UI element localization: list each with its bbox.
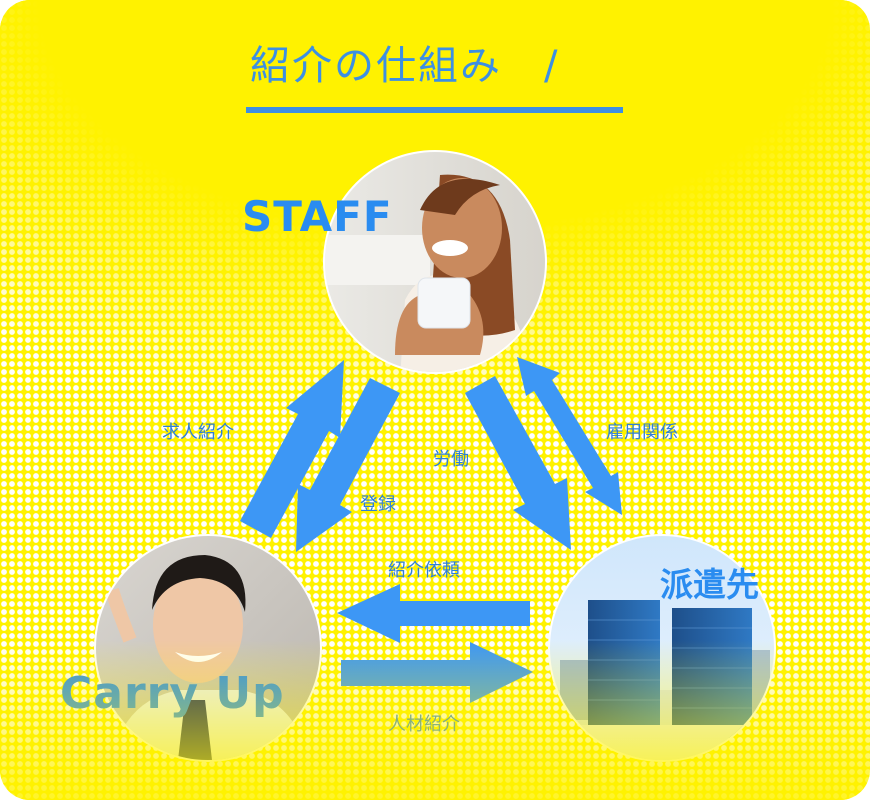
node-label-company: Carry Up <box>60 668 285 719</box>
edge-label-employment: 雇用関係 <box>606 422 678 443</box>
arrow-labor <box>465 376 571 550</box>
company-photo <box>94 534 322 762</box>
arrow-referral-request <box>337 584 530 643</box>
title-underline <box>246 107 623 113</box>
page-title: 紹介の仕組み / <box>250 43 560 89</box>
staff-photo <box>323 150 547 374</box>
edge-label-labor: 労働 <box>433 449 469 470</box>
arrow-register <box>296 378 400 552</box>
edge-label-register: 登録 <box>360 494 396 515</box>
arrow-talent-intro <box>341 642 533 703</box>
edge-label-recruit-intro: 求人紹介 <box>162 422 234 443</box>
node-label-staff: STAFF <box>242 192 393 241</box>
edge-label-talent-intro: 人材紹介 <box>388 714 460 735</box>
arrow-recruit-intro <box>240 360 344 538</box>
arrows <box>240 357 622 703</box>
node-label-client: 派遣先 <box>660 565 759 604</box>
arrow-employment <box>517 357 622 515</box>
edge-label-referral-request: 紹介依頼 <box>388 560 460 581</box>
